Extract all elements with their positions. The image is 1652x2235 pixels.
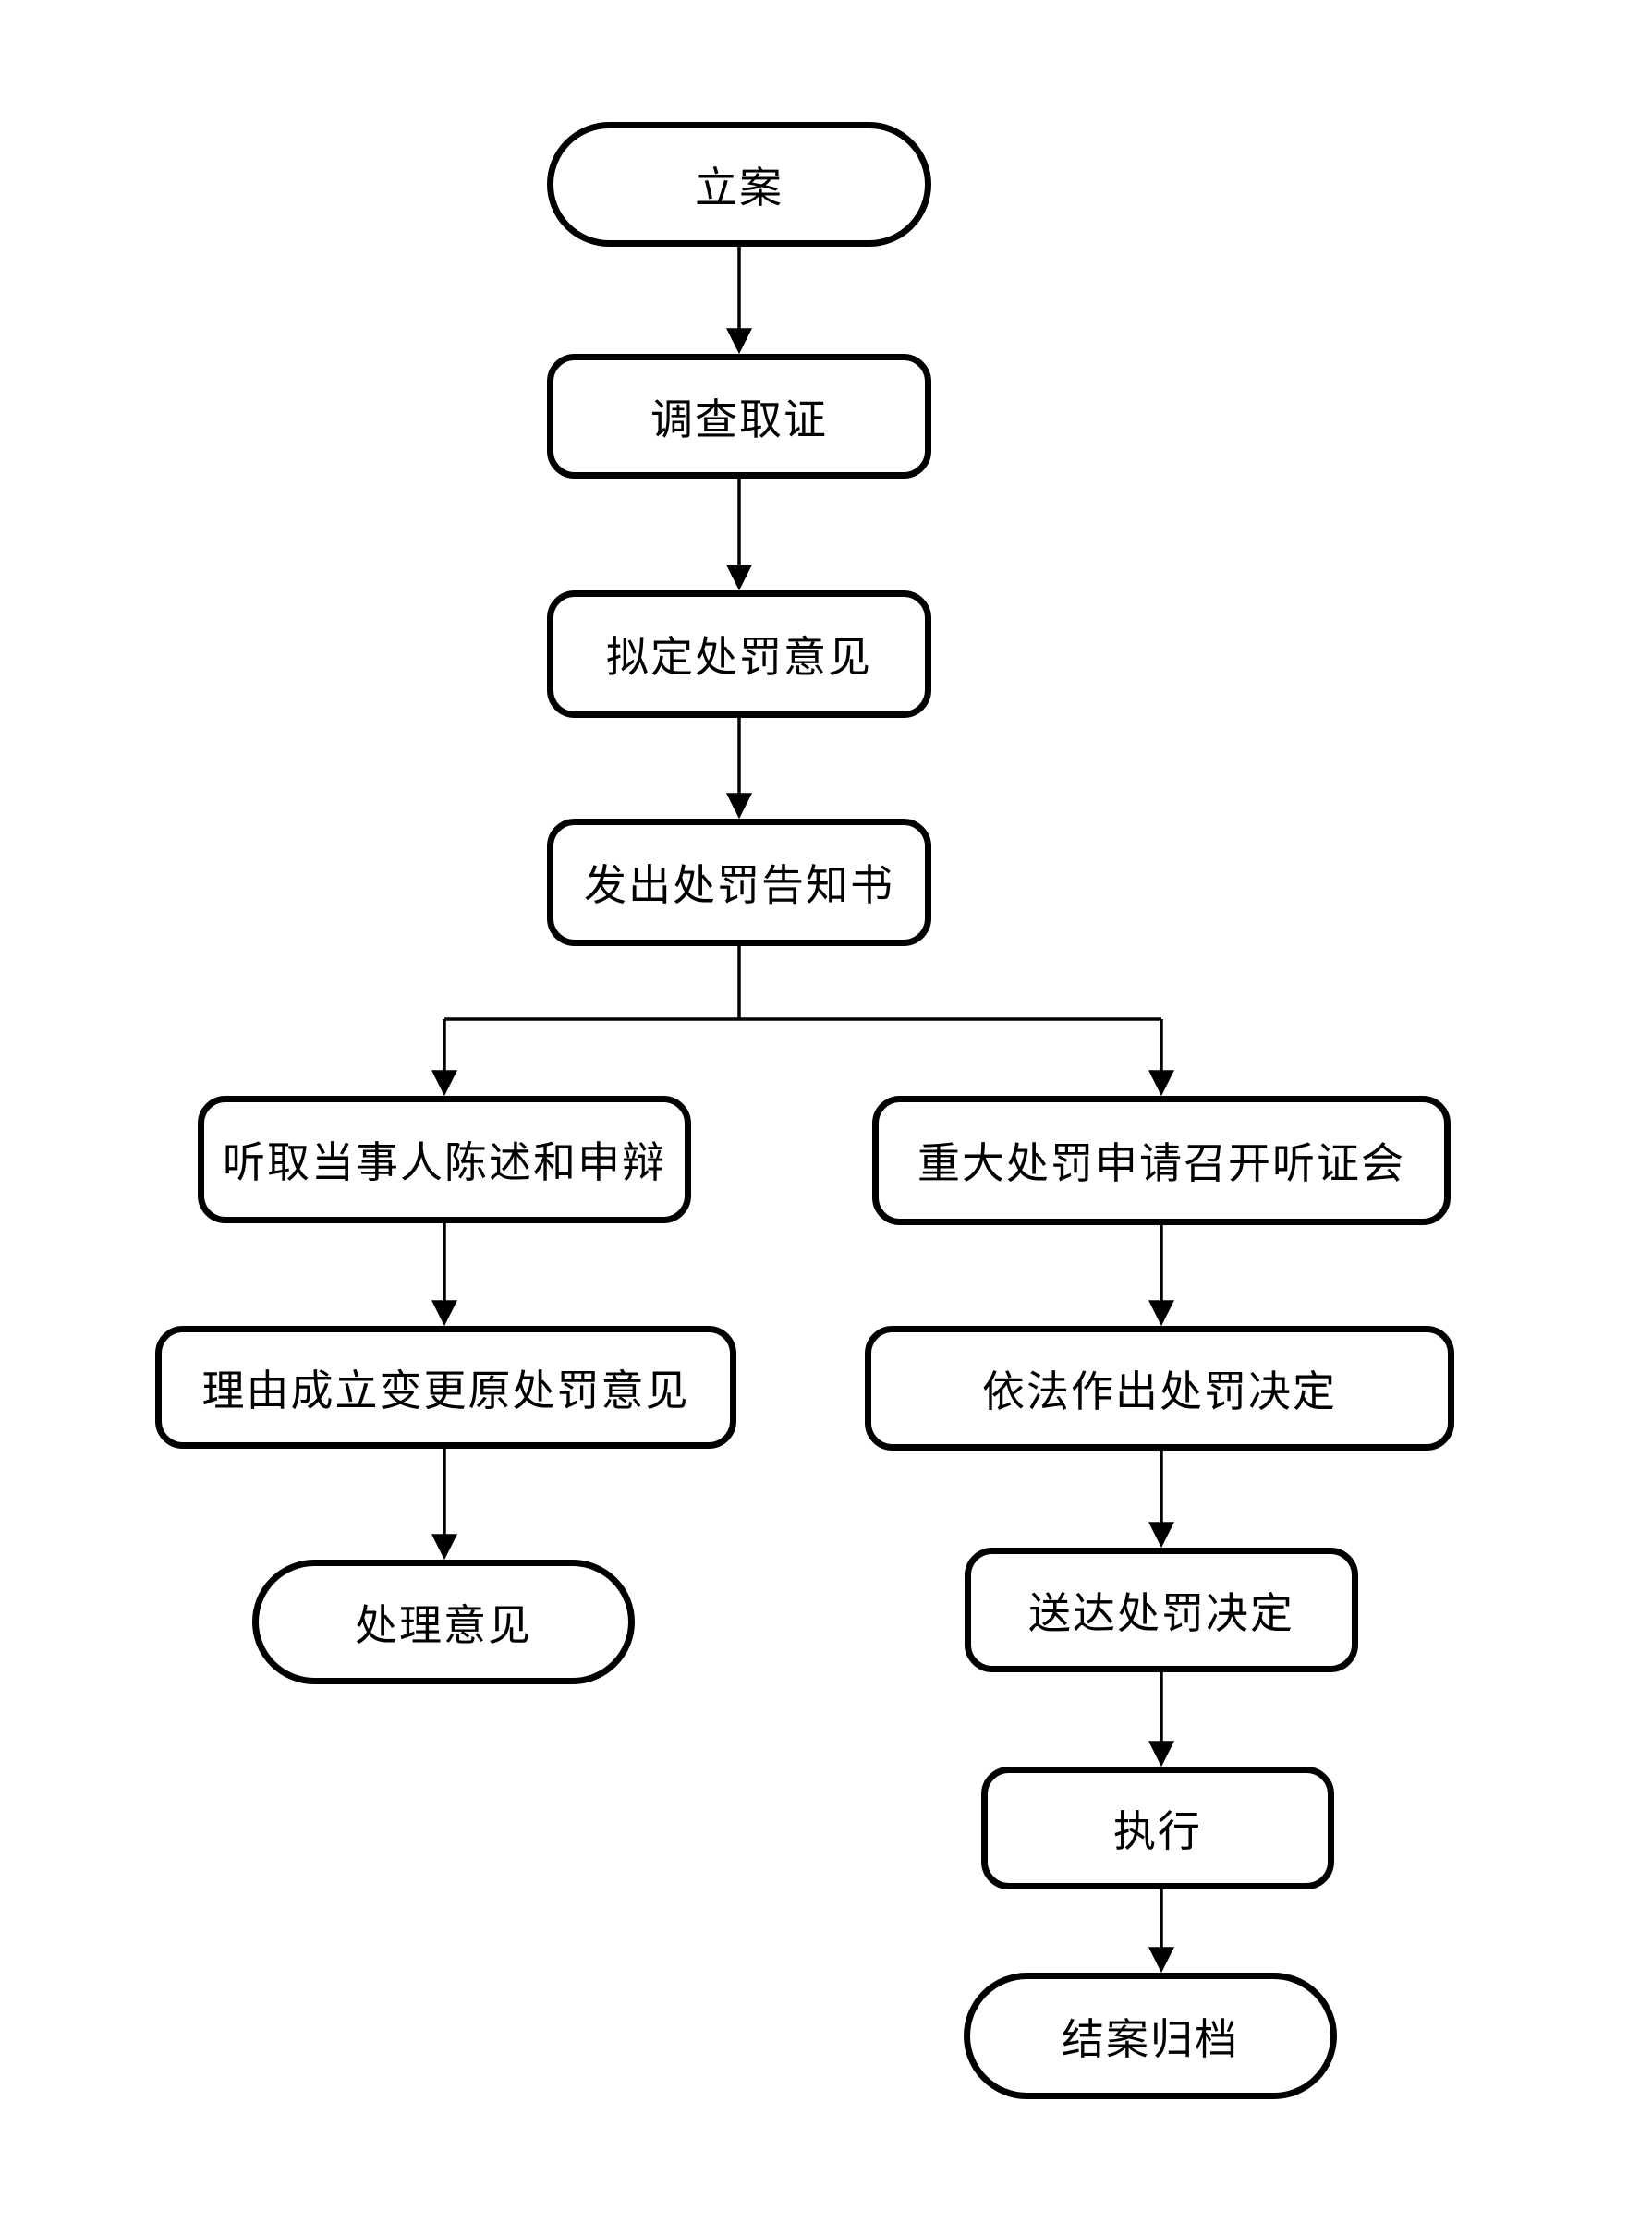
node-liyou-chengli-biangeng: 理由成立变更原处罚意见 (155, 1326, 736, 1449)
node-zhongda-tingzhenghui: 重大处罚申请召开听证会 (872, 1096, 1451, 1225)
node-li-an: 立案 (547, 122, 931, 247)
node-zhixing: 执行 (981, 1767, 1334, 1889)
node-jiean-guidang: 结案归档 (964, 1973, 1337, 2099)
node-diaocha-quzheng: 调查取证 (547, 354, 931, 479)
node-fachu-chufa-gaozhishu: 发出处罚告知书 (547, 819, 931, 946)
node-chuli-yijian: 处理意见 (252, 1560, 635, 1684)
node-niding-chufa-yijian: 拟定处罚意见 (547, 590, 931, 718)
node-songda-chufa-jueding: 送达处罚决定 (965, 1548, 1358, 1672)
node-tingqu-chenshu-shenbian: 听取当事人陈述和申辩 (198, 1096, 691, 1223)
node-yifa-zuochu-jueding: 依法作出处罚决定 (865, 1326, 1454, 1451)
